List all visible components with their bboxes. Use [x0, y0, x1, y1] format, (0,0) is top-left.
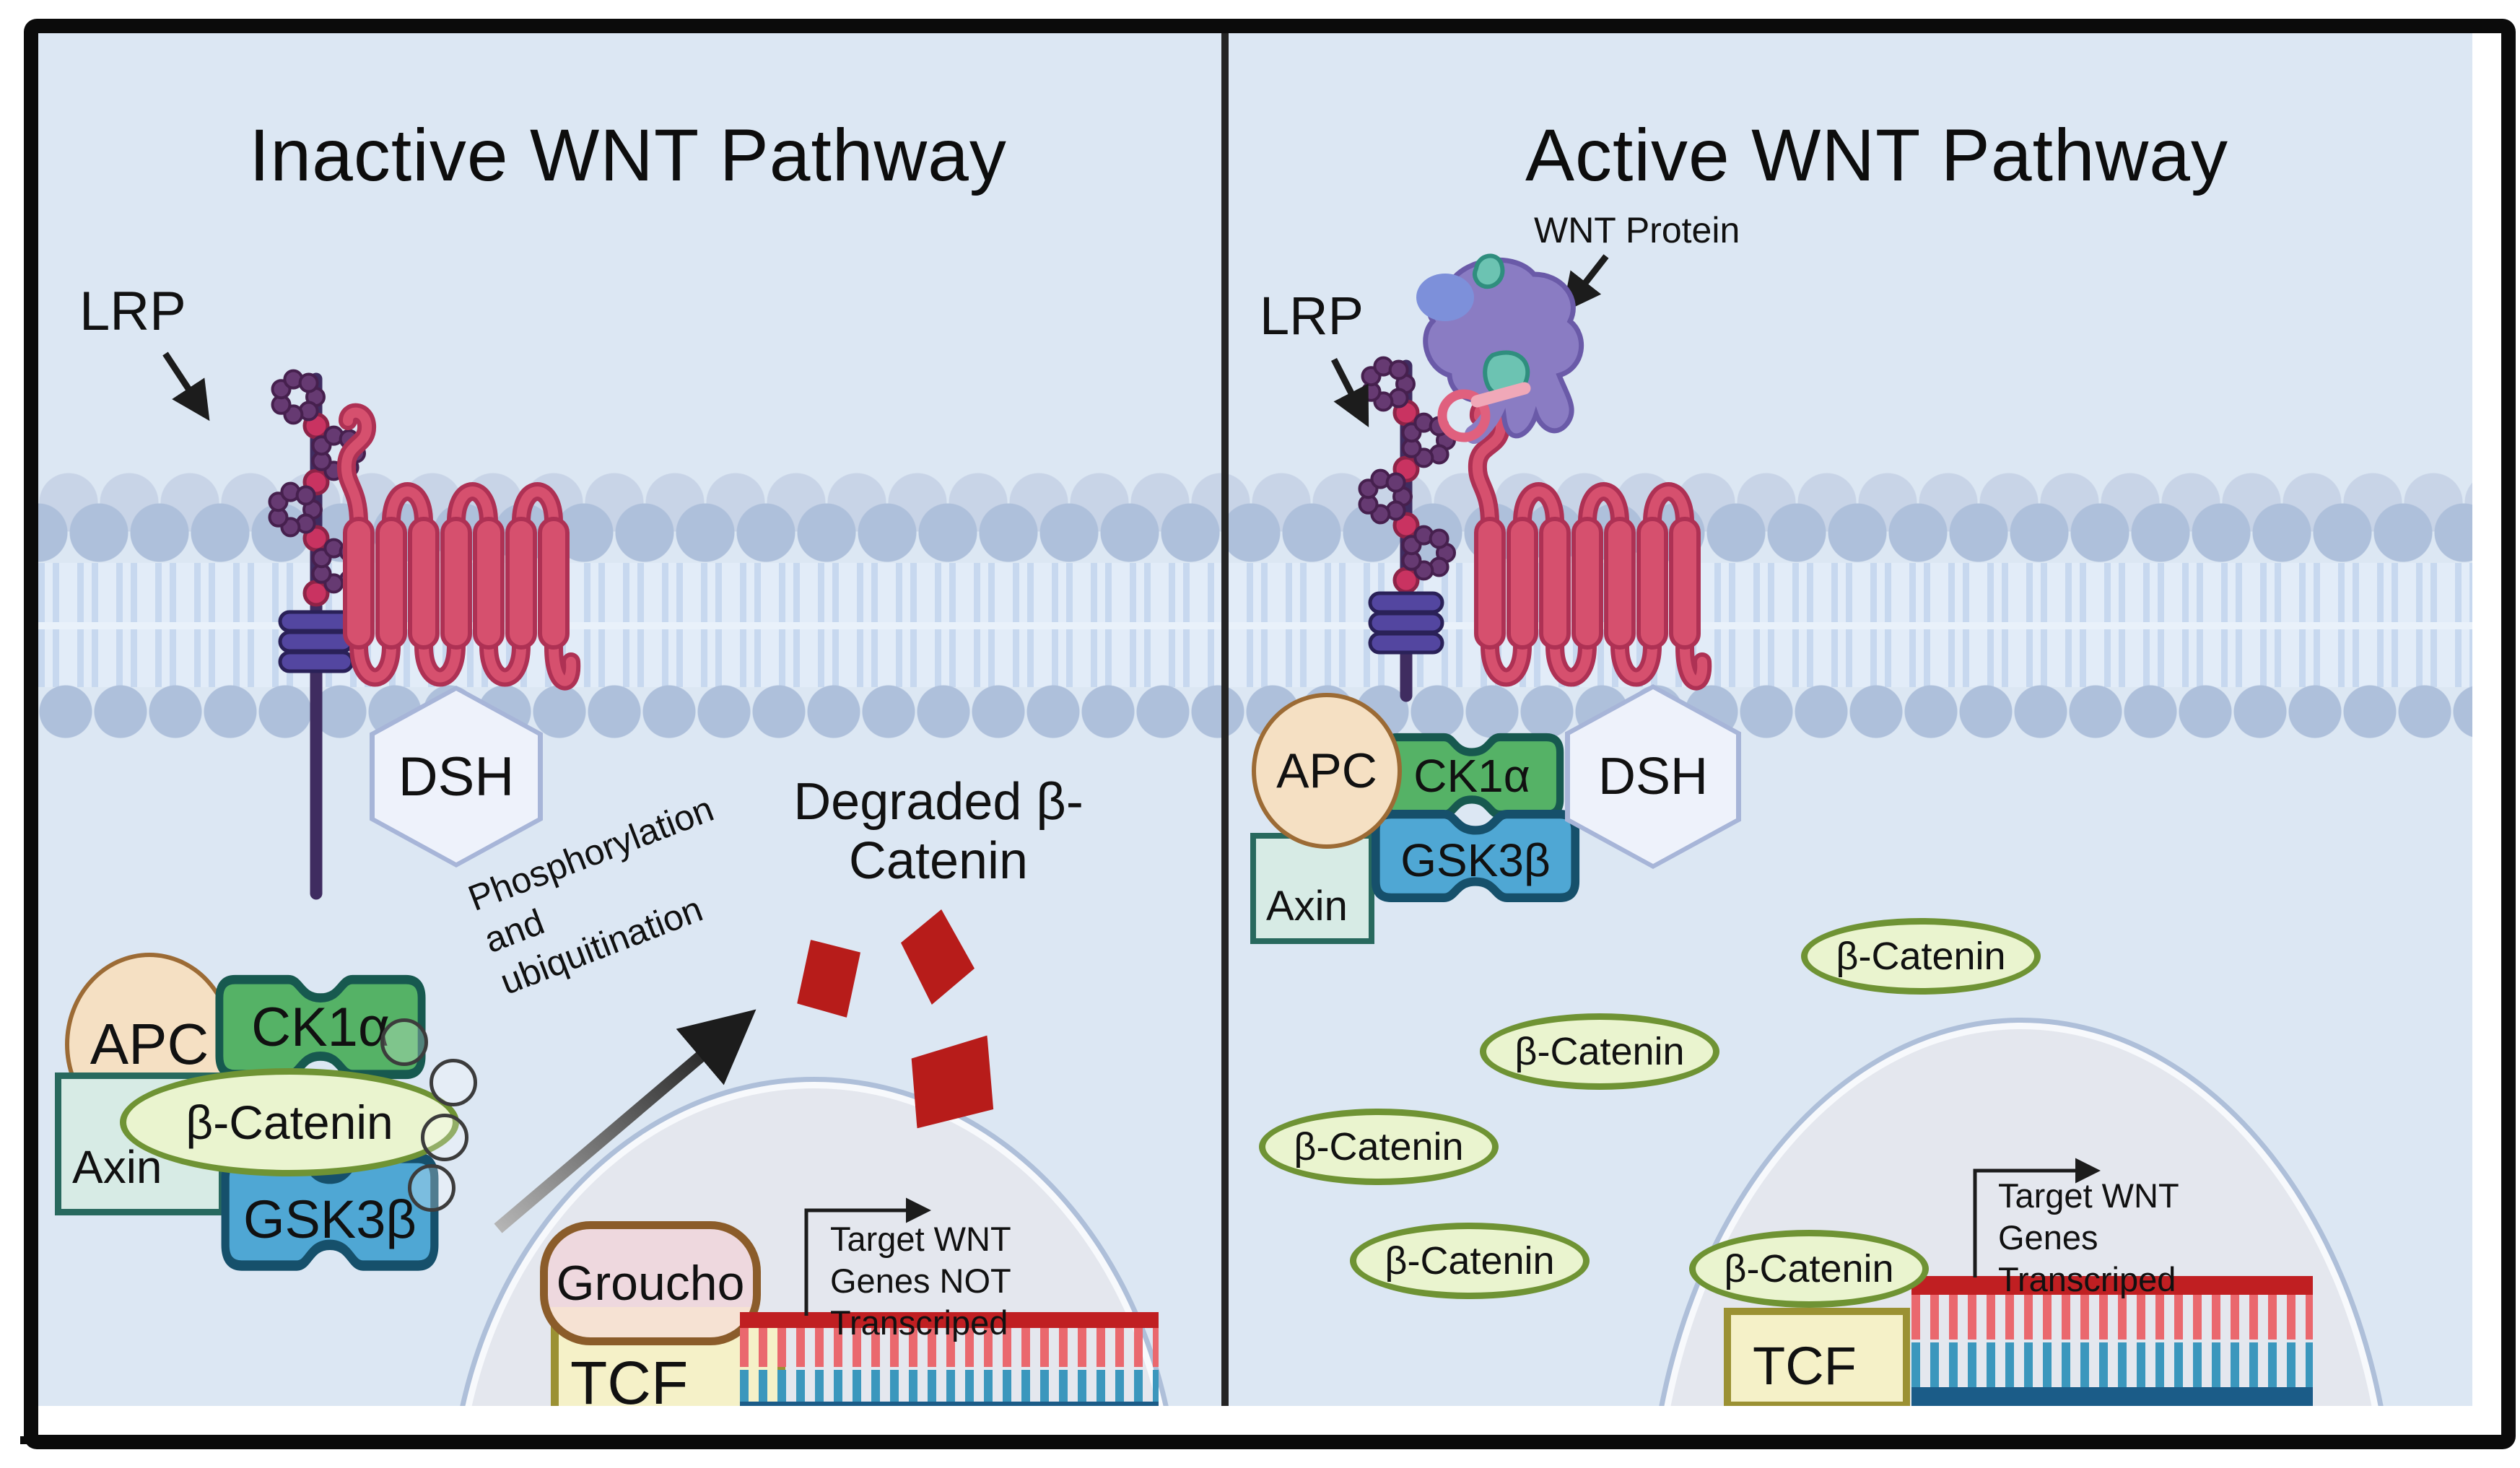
wnt-protein-arrow-icon: [1561, 254, 1609, 313]
panel-divider: [1221, 33, 1229, 1406]
apc-label-right: APC: [1276, 743, 1377, 798]
transcription-arrow-icon-left: [804, 1197, 931, 1316]
phosphate-circle-3: [421, 1114, 468, 1161]
dna-left: [740, 1312, 1159, 1406]
b-catenin-nuclear: β-Catenin: [1689, 1230, 1929, 1308]
gene-line-1-right: Target WNT: [1998, 1176, 2179, 1215]
apc-circle-right: [1252, 693, 1402, 849]
wnt-protein-label: WNT Protein: [1534, 210, 1740, 250]
gene-line-2-left: Genes NOT: [830, 1262, 1011, 1300]
b-catenin-free-4: β-Catenin: [1350, 1223, 1590, 1299]
transcription-arrow-icon-right: [1973, 1158, 2101, 1277]
dna-top-strand-left: [740, 1312, 1159, 1328]
dna-top-strand-right: [1911, 1276, 2313, 1295]
phosphate-circle-1: [380, 1018, 428, 1066]
gene-line-1-left: Target WNT: [830, 1220, 1011, 1258]
lrp-label-right: LRP: [1260, 286, 1364, 346]
dna-bottom-teeth-right: [1911, 1342, 2313, 1387]
groucho-capsule: [540, 1221, 761, 1345]
bottom-rule: [20, 1436, 2501, 1444]
lrp-receptor-right: [1358, 356, 1456, 702]
frizzled-receptor-right: [1468, 397, 1712, 691]
gene-status-text-right: Target WNT Genes Transcriped: [1998, 1175, 2179, 1301]
dna-right: [1911, 1276, 2313, 1406]
gsk3b-bone-left: [219, 1150, 440, 1273]
gene-status-text-left: Target WNT Genes NOT Transcriped: [830, 1218, 1011, 1344]
dsh-label-left: DSH: [398, 746, 515, 808]
ck1a-label-left: CK1α: [251, 996, 390, 1058]
lrp-arrow-icon-left: [162, 351, 210, 421]
gene-line-2-right: Genes: [1998, 1218, 2098, 1257]
apc-label-left: APC: [90, 1012, 209, 1076]
lrp-arrow-icon-right: [1330, 357, 1369, 428]
groucho-label: Groucho: [556, 1256, 745, 1311]
gsk3b-label-right: GSK3β: [1400, 834, 1551, 886]
right-panel-title: Active WNT Pathway: [1525, 113, 2229, 196]
gene-line-3-right: Transcriped: [1998, 1260, 2176, 1298]
gene-line-3-left: Transcriped: [830, 1303, 1008, 1342]
dna-bottom-strand-right: [1911, 1387, 2313, 1406]
ck1a-bone-left: [214, 973, 427, 1081]
axin-box-right: [1250, 833, 1374, 944]
b-catenin-free-1: β-Catenin: [1801, 918, 2041, 995]
axin-label-right: Axin: [1266, 883, 1348, 930]
phosphorylation-arrow-icon: [494, 1009, 757, 1233]
frizzled-receptor-left: [336, 403, 581, 691]
dna-top-teeth-right: [1911, 1295, 2313, 1340]
tcf-label-left: TCF: [570, 1349, 689, 1406]
dna-top-teeth-left: [740, 1328, 1159, 1367]
gsk3b-bone-right: [1370, 808, 1581, 904]
ck1a-label-right: CK1α: [1413, 750, 1530, 802]
dsh-label-right: DSH: [1597, 748, 1708, 805]
tcf-label-right: TCF: [1753, 1336, 1857, 1396]
diagram-interior: Inactive WNT Pathway LRP: [38, 33, 2472, 1406]
degraded-b-catenin-label: Degraded β-Catenin: [707, 773, 1169, 890]
b-catenin-free-2: β-Catenin: [1480, 1013, 1719, 1090]
wnt-protein-molecule: [1416, 253, 1584, 444]
left-panel-title: Inactive WNT Pathway: [249, 113, 1007, 196]
phosphate-circle-2: [430, 1059, 477, 1106]
dna-bottom-teeth-left: [740, 1370, 1159, 1402]
dna-bottom-strand-left: [740, 1402, 1159, 1406]
phosphate-circle-4: [408, 1164, 455, 1212]
b-catenin-complex-left: β-Catenin: [120, 1068, 459, 1176]
gsk3b-label-left: GSK3β: [243, 1189, 417, 1249]
b-catenin-free-3: β-Catenin: [1259, 1109, 1499, 1185]
tcf-box-right: [1724, 1308, 1910, 1406]
lrp-label-left: LRP: [79, 281, 186, 342]
